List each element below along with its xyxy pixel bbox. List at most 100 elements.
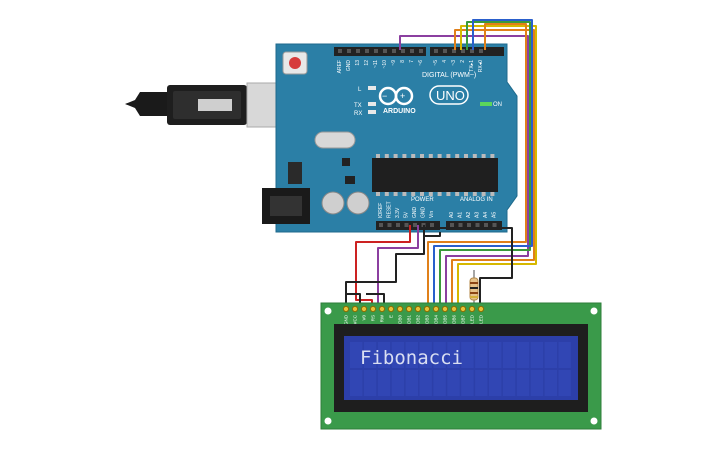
digital-pin-socket[interactable]	[452, 49, 456, 53]
power-pin-label: GND	[412, 207, 418, 219]
svg-text:−: −	[382, 91, 387, 101]
digital-pin-socket[interactable]	[356, 49, 360, 53]
wire-gnd-black-3[interactable]	[430, 227, 513, 307]
digital-pin-socket[interactable]	[419, 49, 423, 53]
lcd-pin-pad[interactable]	[450, 305, 458, 313]
wire-d11-purple[interactable]	[399, 35, 529, 307]
power-pin-socket[interactable]	[430, 223, 434, 227]
analog-pin-socket[interactable]	[467, 223, 471, 227]
lcd-cell	[391, 370, 405, 396]
digital-pin-socket[interactable]	[443, 49, 447, 53]
lcd-pin-label: DB7	[461, 315, 466, 324]
power-pin-socket[interactable]	[379, 223, 383, 227]
lcd-pin-label: DB3	[425, 315, 430, 324]
wire-gnd-black-2[interactable]	[345, 225, 425, 307]
wire-d3-green[interactable]	[439, 21, 531, 307]
lcd-pin-pad[interactable]	[414, 305, 422, 313]
digital-pin-label: 2	[460, 60, 466, 63]
analog-pin-label: A2	[466, 212, 472, 218]
chip-leg-top	[472, 154, 477, 158]
voltage-regulator	[288, 162, 302, 184]
digital-pin-label: TX▸1	[469, 60, 475, 72]
chip-leg-top	[437, 154, 442, 158]
lcd-pin-label: VCC	[353, 314, 358, 324]
digital-pin-socket[interactable]	[365, 49, 369, 53]
lcd-cell	[502, 370, 516, 396]
lcd-pin-pad[interactable]	[360, 305, 368, 313]
uno-label: UNO	[436, 88, 465, 103]
analog-pin-socket[interactable]	[475, 223, 480, 227]
wire-d5-orange[interactable]	[451, 29, 535, 307]
lcd-pin-pad[interactable]	[477, 305, 485, 313]
analog-pin-socket[interactable]	[484, 223, 488, 227]
resistor-band-1	[470, 282, 478, 284]
digital-pin-socket[interactable]	[434, 49, 438, 53]
power-pin-socket[interactable]	[404, 223, 409, 227]
lcd-pin-pad[interactable]	[423, 305, 431, 313]
lcd-pin-pad[interactable]	[387, 305, 395, 313]
wire-d4-yellow[interactable]	[457, 25, 537, 307]
digital-pin-socket[interactable]	[461, 49, 465, 53]
analog-pin-socket[interactable]	[492, 223, 497, 227]
chip-pins	[376, 154, 495, 196]
lcd-pin-pad[interactable]	[441, 305, 449, 313]
power-header-label: POWER	[411, 197, 434, 203]
digital-pin-socket[interactable]	[383, 49, 387, 53]
digital-pin-socket[interactable]	[392, 49, 396, 53]
lcd-pin-label: DB0	[398, 315, 403, 324]
lcd-pin-label: LED	[479, 314, 484, 324]
lcd-pin-pad[interactable]	[432, 305, 440, 313]
wire-d2-blue[interactable]	[433, 19, 533, 307]
digital-header-right	[430, 47, 504, 56]
chip-leg-bottom	[393, 192, 398, 196]
lcd-pin-pad[interactable]	[369, 305, 377, 313]
resistor[interactable]	[469, 270, 479, 307]
resistor-band-2	[470, 287, 478, 289]
lcd-cell	[461, 342, 474, 368]
digital-pin-socket[interactable]	[401, 49, 405, 53]
power-pin-socket[interactable]	[396, 223, 400, 227]
resistor-band-3	[470, 292, 478, 294]
wire-d12-orange[interactable]	[427, 23, 527, 307]
wire-5v-red[interactable]	[355, 225, 411, 307]
digital-pin-socket[interactable]	[347, 49, 351, 53]
lcd-pin-pad[interactable]	[342, 305, 350, 313]
lcd-pin-pad[interactable]	[351, 305, 359, 313]
analog-pin-label: A3	[475, 212, 481, 218]
digital-pin-socket[interactable]	[410, 49, 414, 53]
lcd-cell	[419, 342, 432, 368]
chip-leg-top	[455, 154, 460, 158]
wire-v0-purple[interactable]	[377, 225, 419, 307]
chip-leg-bottom	[420, 192, 424, 196]
power-pin-socket[interactable]	[387, 223, 392, 227]
reset-button-cap[interactable]	[289, 57, 301, 69]
mount-hole-br	[590, 417, 598, 425]
lcd-pin-pad[interactable]	[396, 305, 404, 313]
mount-hole-tr	[590, 307, 598, 315]
digital-pin-socket[interactable]	[374, 49, 378, 53]
digital-pin-socket[interactable]	[479, 49, 483, 53]
wires[interactable]	[345, 19, 537, 307]
power-pin-socket[interactable]	[413, 223, 417, 227]
digital-pin-socket[interactable]	[470, 49, 474, 53]
lcd-pin-pad[interactable]	[468, 305, 476, 313]
digital-pin-label: ~6	[418, 60, 424, 66]
analog-pin-socket[interactable]	[450, 223, 454, 227]
lcd-cell	[363, 342, 377, 368]
lcd-pin-pad[interactable]	[405, 305, 413, 313]
analog-pin-label: A0	[449, 212, 455, 218]
lcd-pin-pad[interactable]	[459, 305, 467, 313]
lcd-cell	[419, 370, 432, 396]
digital-pin-label: 12	[364, 60, 370, 66]
atmega-chip	[372, 158, 498, 192]
analog-pin-socket[interactable]	[458, 223, 463, 227]
lcd-cell	[405, 370, 418, 396]
chip-leg-bottom	[376, 192, 380, 196]
digital-pin-socket[interactable]	[338, 49, 342, 53]
lcd-pin-pad[interactable]	[378, 305, 386, 313]
usb-cable[interactable]	[125, 82, 288, 128]
digital-pin-label: RX◂0	[478, 60, 484, 72]
